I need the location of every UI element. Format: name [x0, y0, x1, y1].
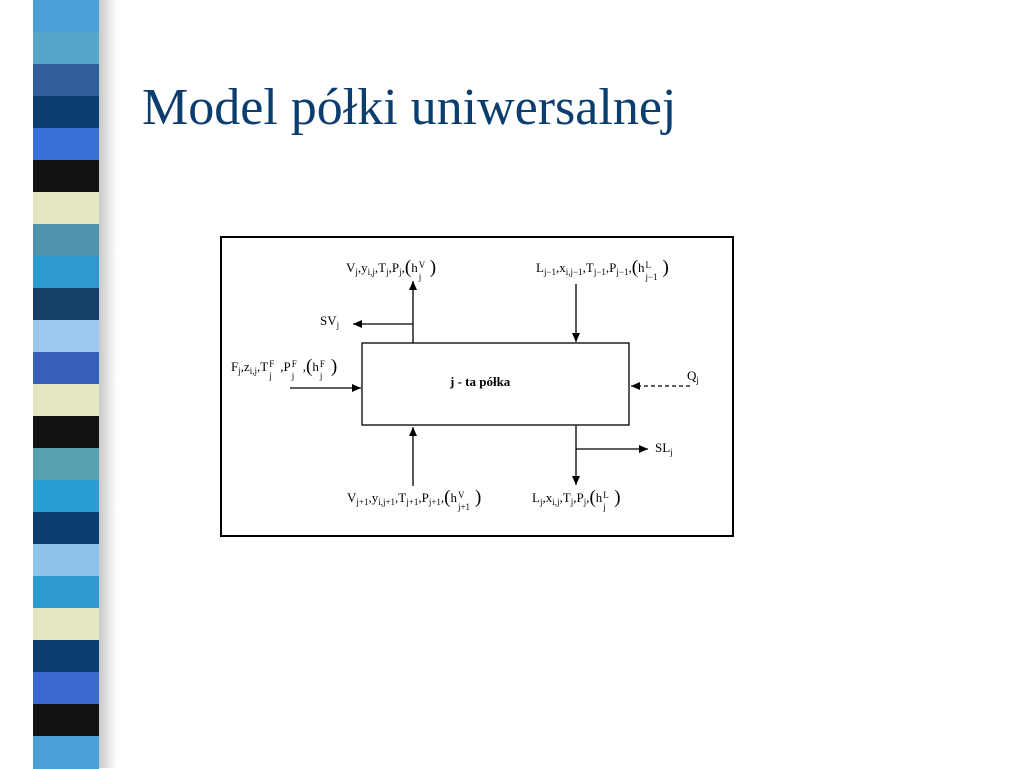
label-heat: Qj — [687, 368, 699, 385]
stripe-segment — [33, 96, 99, 129]
stripe-segment — [33, 608, 99, 641]
stripe-segment — [33, 192, 99, 225]
stripe-segment — [33, 704, 99, 737]
stripe-segment — [33, 448, 99, 481]
stripe-segment — [33, 512, 99, 545]
stripe-segment — [33, 160, 99, 193]
stripe-segment — [33, 640, 99, 673]
stripe-segment — [33, 576, 99, 609]
stripe-segment — [33, 480, 99, 513]
stripe-segment — [33, 256, 99, 289]
label-side-liquid: SLj — [655, 440, 673, 457]
stripe-segment — [33, 416, 99, 449]
stripe-segment — [33, 224, 99, 257]
shelf-label: j - ta półka — [450, 374, 511, 389]
stripe-segment — [33, 0, 99, 33]
stripe-segment — [33, 352, 99, 385]
label-side-vapour: SVj — [320, 313, 340, 330]
stripe-segment — [33, 544, 99, 577]
stripe-segment — [33, 384, 99, 417]
stripe-segment — [33, 64, 99, 97]
stripe-segment — [33, 32, 99, 65]
stripe-segment — [33, 672, 99, 705]
slide-title: Model półki uniwersalnej — [142, 79, 677, 136]
stripe-segment — [33, 320, 99, 353]
stripe-shadow — [99, 0, 117, 768]
stripe-segment — [33, 736, 99, 769]
stripe-segment — [33, 128, 99, 161]
shelf-box — [361, 342, 630, 426]
stripe-segment — [33, 288, 99, 321]
decorative-stripe-bar — [33, 0, 99, 769]
